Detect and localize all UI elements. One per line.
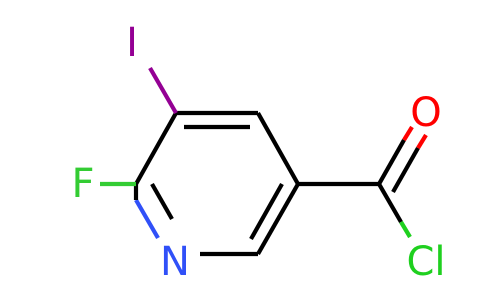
bond-carbonyl-o-double-red bbox=[416, 133, 428, 150]
bond-carbonyl-cl-green bbox=[399, 220, 412, 239]
bond-c4-c5 bbox=[256, 111, 300, 186]
bond-carbonyl-cl bbox=[377, 182, 403, 224]
bond-n-c2 bbox=[134, 198, 160, 240]
bond-c2-c3 bbox=[134, 111, 178, 186]
atom-nitrogen: N bbox=[160, 239, 190, 285]
bond-carbonyl-o-double bbox=[391, 146, 420, 194]
bond-c5-c6-double bbox=[249, 182, 284, 241]
bond-c5-c6 bbox=[256, 182, 300, 256]
atom-chlorine: Cl bbox=[406, 239, 445, 285]
bond-carbonyl-o-red bbox=[402, 125, 414, 142]
bond-n-c2-double bbox=[150, 182, 174, 221]
pyridine-ring bbox=[133, 110, 300, 257]
bond-carbonyl-o bbox=[377, 138, 406, 186]
bond-c3-i bbox=[148, 66, 178, 115]
atom-oxygen: O bbox=[410, 90, 441, 136]
atom-fluorine: F bbox=[71, 161, 94, 207]
atom-iodine: I bbox=[126, 20, 138, 66]
